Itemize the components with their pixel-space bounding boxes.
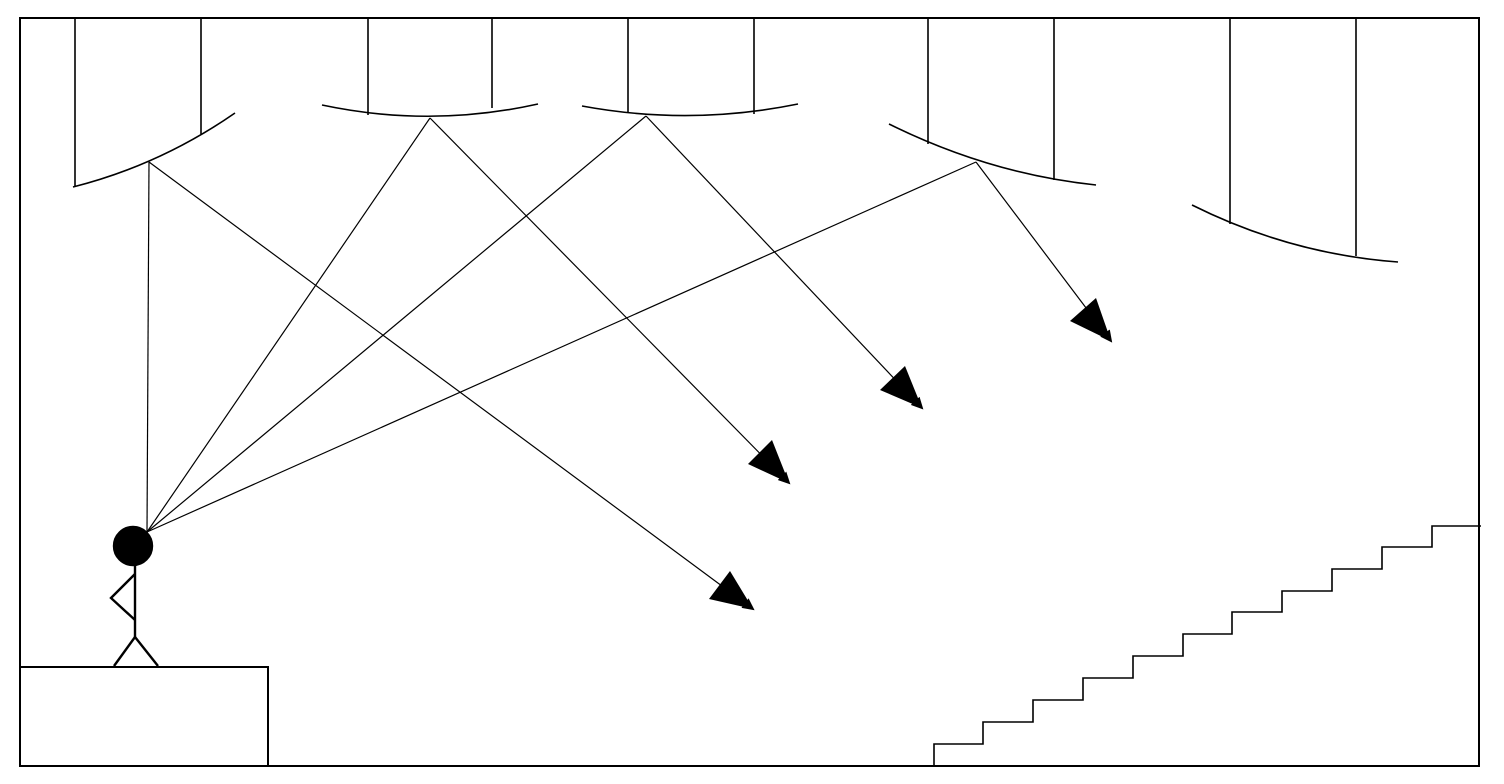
performer-head <box>112 525 154 567</box>
arrowhead-2 <box>748 440 789 483</box>
reflector-panel-5 <box>1191 18 1399 263</box>
reflector-panel-3 <box>581 18 799 117</box>
performer <box>109 525 159 667</box>
incident-sound-rays <box>146 115 977 533</box>
reflector-panel-4 <box>888 18 1097 186</box>
incident-ray-3 <box>146 115 647 533</box>
hall-outline <box>19 17 1480 767</box>
reflected-ray-1 <box>148 161 755 611</box>
tiered-seating-steps <box>933 525 1481 766</box>
ceiling-reflector-panels <box>72 18 1399 263</box>
reflected-ray-3 <box>645 115 924 410</box>
performer-arm <box>109 573 136 621</box>
ray-arrowheads <box>709 298 1111 609</box>
arrowhead-1 <box>709 571 753 609</box>
incident-ray-1 <box>146 161 150 533</box>
performer-legs <box>113 635 159 667</box>
reflector-panel-1 <box>72 18 236 188</box>
reflected-ray-2 <box>429 117 791 485</box>
incident-ray-4 <box>146 161 977 533</box>
arrowhead-4 <box>1070 298 1111 341</box>
reflector-panel-2 <box>321 18 539 118</box>
incident-ray-2 <box>146 117 431 533</box>
arrowhead-3 <box>880 366 922 408</box>
stage-platform <box>20 666 269 766</box>
reflected-sound-rays <box>148 115 1113 611</box>
